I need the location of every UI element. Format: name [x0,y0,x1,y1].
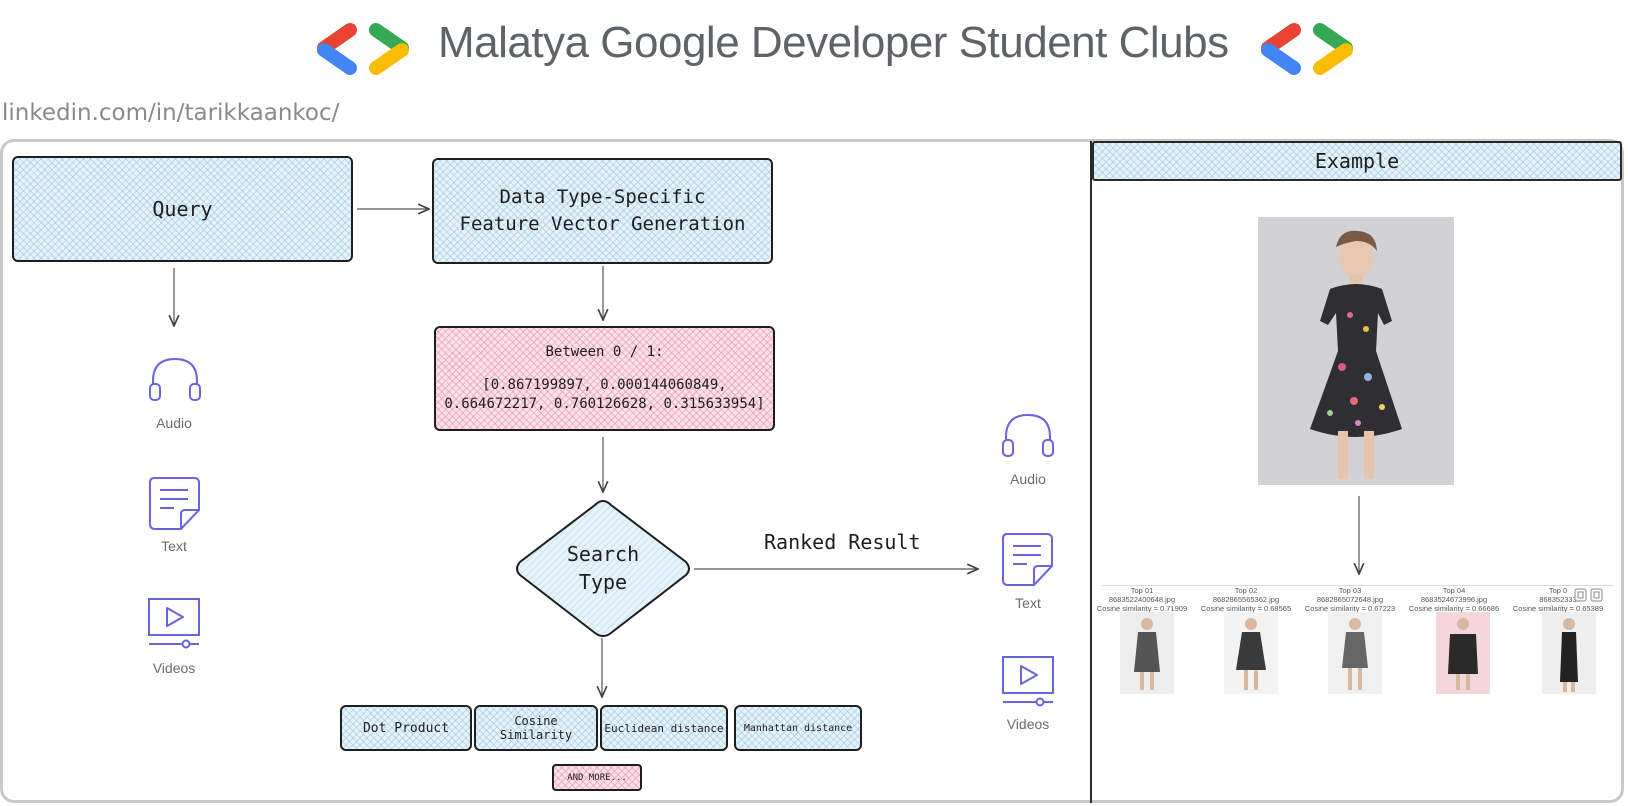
video-player-icon [1002,656,1054,707]
result-caption: Top 0 868352333 Cosine similarity = 0.65… [1508,586,1608,613]
dress-model-image [1258,217,1454,485]
metric-dot-product: Dot Product [340,705,472,751]
and-more-box: AND MORE... [552,764,642,791]
input-type-audio: Audio [156,415,192,431]
result-score: Cosine similarity = 0.71909 [1096,604,1188,613]
result-rank: Top 02 [1234,586,1258,595]
example-panel-header: Example [1092,141,1622,181]
result-caption: Top 01 8683522400648.jpg Cosine similari… [1092,586,1192,613]
result-thumbnail [1224,612,1278,694]
gdsc-logo-icon [317,23,409,75]
output-type-text: Text [1015,595,1041,611]
result-thumbnail [1436,612,1490,694]
linkedin-url[interactable]: linkedin.com/in/tarikkaankoc/ [2,100,340,126]
gdsc-logo-icon [1261,23,1353,75]
headphones-icon [1002,413,1054,457]
example-panel [1090,141,1622,803]
and-more-label: AND MORE... [567,772,627,783]
metric-label: Cosine Similarity [499,714,573,742]
result-file: 8683522400648.jpg [1108,595,1176,604]
text-document-icon [1002,533,1053,586]
result-file: 8683524673996.jpg [1420,595,1488,604]
result-thumbnail [1542,612,1596,694]
text-document-icon [149,477,200,530]
query-image [1258,217,1454,485]
result-file: 8682865565362.jpg [1212,595,1280,604]
result-thumbnail [1328,612,1382,694]
header: Malatya Google Developer Student Clubs [0,0,1628,95]
result-score: Cosine similarity = 0.66686 [1408,604,1500,613]
output-type-videos: Videos [1006,716,1050,732]
feature-generation-label: Data Type-Specific Feature Vector Genera… [459,186,746,235]
search-type-diamond [516,499,690,637]
video-player-icon [148,598,200,649]
result-caption: Top 03 8682865072648.jpg Cosine similari… [1300,586,1400,613]
result-rank: Top 04 [1442,586,1466,595]
metric-euclidean-distance: Euclidean distance [600,705,728,751]
result-file: 8682865072648.jpg [1316,595,1384,604]
vector-values: [0.867199897, 0.000144060849, 0.66467221… [444,377,765,412]
result-score: Cosine similarity = 0.65389 [1512,604,1604,613]
input-type-text: Text [161,538,187,554]
page-title: Malatya Google Developer Student Clubs [438,18,1229,67]
metric-label: Manhattan distance [743,722,853,734]
metric-cosine-similarity: Cosine Similarity [474,705,598,751]
result-rank: Top 0 [1548,586,1568,595]
diagram-canvas [0,139,1624,803]
example-title: Example [1314,149,1400,173]
query-box: Query [12,156,353,262]
result-caption: Top 02 8682865565362.jpg Cosine similari… [1196,586,1296,613]
vector-box: Between 0 / 1: [0.867199897, 0.000144060… [434,326,775,431]
result-thumbnail [1120,612,1174,694]
results-divider [1102,585,1614,586]
output-type-audio: Audio [1010,471,1046,487]
search-type-label: Search Type [566,542,640,594]
copy-icon[interactable] [1574,588,1604,602]
input-type-videos: Videos [152,660,196,676]
feature-generation-box: Data Type-Specific Feature Vector Genera… [432,158,773,264]
metric-label: Dot Product [362,720,450,736]
result-caption: Top 04 8683524673996.jpg Cosine similari… [1404,586,1504,613]
query-label: Query [152,197,213,221]
ranked-result-label: Ranked Result [764,530,921,554]
metric-label: Euclidean distance [604,721,724,735]
result-score: Cosine similarity = 0.67223 [1304,604,1396,613]
result-file: 868352333 [1539,595,1577,604]
result-rank: Top 03 [1338,586,1362,595]
result-rank: Top 01 [1130,586,1154,595]
vector-title: Between 0 / 1: [545,344,664,360]
metric-manhattan-distance: Manhattan distance [734,705,862,751]
headphones-icon [149,357,201,401]
result-score: Cosine similarity = 0.68565 [1200,604,1292,613]
